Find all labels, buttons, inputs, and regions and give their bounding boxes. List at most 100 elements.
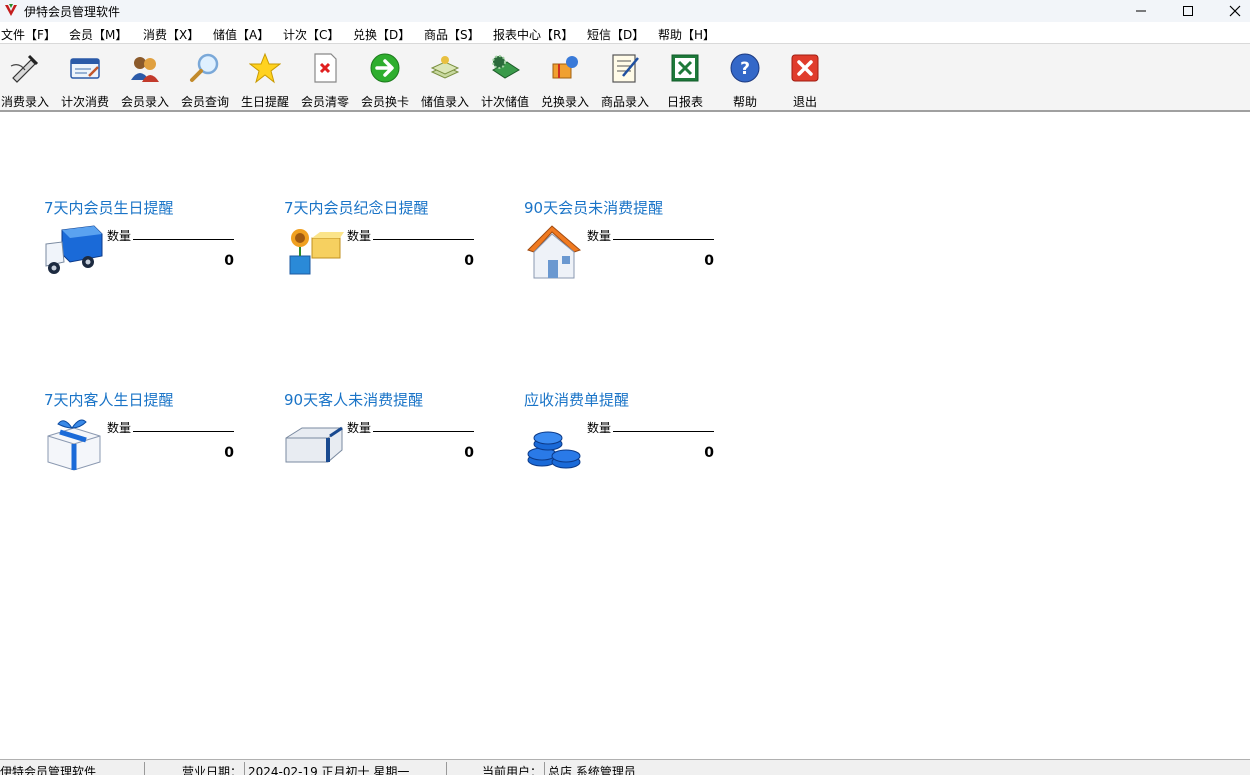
member-entry-button[interactable]: 会员录入 — [115, 48, 175, 109]
toolbar-label: 退出 — [792, 95, 817, 109]
users-icon — [131, 57, 159, 82]
menu-exchange[interactable]: 兑换【D】 — [353, 28, 411, 42]
status-app-name: 伊特会员管理软件 — [0, 765, 97, 775]
toolbar-label: 兑换录入 — [540, 95, 589, 109]
money-gear-icon — [492, 55, 520, 79]
toolbar-label: 会员查询 — [180, 95, 229, 109]
status-separator — [144, 762, 145, 775]
title-bar: 伊特会员管理软件 — [0, 0, 1250, 22]
box-stack-icon — [285, 426, 343, 463]
reminder-receivable-consume[interactable]: 应收消费单提醒 数量 0 — [524, 389, 724, 479]
menu-report-center[interactable]: 报表中心【R】 — [493, 28, 574, 42]
count-consume-button[interactable]: 计次消费 — [55, 48, 115, 109]
menu-file[interactable]: 文件【F】 — [1, 28, 56, 42]
count-value: 0 — [224, 445, 234, 461]
toolbar-label: 储值录入 — [420, 95, 469, 109]
close-icon — [1229, 5, 1241, 17]
product-entry-button[interactable]: 商品录入 — [595, 48, 655, 109]
count-label: 数量 — [107, 421, 132, 435]
star-icon — [249, 52, 281, 84]
status-current-user-label: 当前用户： — [482, 765, 543, 775]
reminder-guest-birthday[interactable]: 7天内客人生日提醒 数量 0 — [44, 389, 244, 479]
reminder-title[interactable]: 90天会员未消费提醒 — [524, 199, 664, 217]
reminder-title[interactable]: 应收消费单提醒 — [524, 391, 630, 409]
toolbar-label: 日报表 — [666, 95, 703, 109]
birthday-reminder-button[interactable]: 生日提醒 — [235, 48, 295, 109]
product-list-icon — [612, 54, 639, 83]
clear-document-icon — [314, 53, 337, 83]
menu-member[interactable]: 会员【M】 — [69, 28, 128, 42]
menu-consume[interactable]: 消费【X】 — [143, 28, 200, 42]
status-separator — [446, 762, 447, 775]
member-clear-button[interactable]: 会员清零 — [295, 48, 355, 109]
exit-button[interactable]: 退出 — [775, 48, 835, 109]
toolbar: 消费录入 计次消费 会员录入 会员查询 生日提醒 — [0, 44, 1250, 112]
count-stored-value-button[interactable]: 计次储值 — [475, 48, 535, 109]
maximize-button[interactable] — [1165, 0, 1211, 22]
count-label: 数量 — [107, 229, 132, 243]
maximize-icon — [1183, 6, 1193, 16]
reminder-member-birthday[interactable]: 7天内会员生日提醒 数量 0 — [44, 197, 244, 287]
help-icon: ? — [730, 53, 760, 83]
toolbar-label: 帮助 — [732, 95, 757, 109]
minimize-icon — [1136, 10, 1146, 12]
reminder-title[interactable]: 7天内客人生日提醒 — [44, 391, 174, 409]
underline — [373, 239, 474, 240]
svg-text:?: ? — [740, 59, 750, 79]
reminder-member-anniversary[interactable]: 7天内会员纪念日提醒 数量 0 — [284, 197, 484, 287]
excel-icon — [671, 54, 699, 82]
underline — [133, 431, 234, 432]
card-pen-icon — [70, 58, 100, 79]
exit-icon — [791, 54, 819, 82]
underline — [613, 239, 714, 240]
count-label: 数量 — [347, 229, 372, 243]
money-stack-icon — [430, 56, 460, 79]
toolbar-label: 消费录入 — [0, 95, 49, 109]
count-value: 0 — [464, 253, 474, 269]
member-change-card-button[interactable]: 会员换卡 — [355, 48, 415, 109]
daily-report-button[interactable]: 日报表 — [655, 48, 715, 109]
menu-product[interactable]: 商品【S】 — [424, 28, 480, 42]
status-bar: 伊特会员管理软件 营业日期： 2024-02-19 正月初十 星期一 当前用户：… — [0, 759, 1250, 775]
menu-stored-value[interactable]: 储值【A】 — [213, 28, 270, 42]
underline — [133, 239, 234, 240]
reminder-title[interactable]: 7天内会员纪念日提醒 — [284, 199, 429, 217]
status-business-date-label: 营业日期： — [182, 765, 243, 775]
count-value: 0 — [224, 253, 234, 269]
toolbar-label: 计次消费 — [60, 95, 109, 109]
magnifier-icon — [190, 53, 219, 82]
reminder-member-no-consume[interactable]: 90天会员未消费提醒 数量 0 — [524, 197, 724, 287]
minimize-button[interactable] — [1118, 0, 1164, 22]
menu-sms[interactable]: 短信【D】 — [587, 28, 645, 42]
status-current-user: 总店 系统管理员 — [548, 765, 636, 775]
count-label: 数量 — [587, 421, 612, 435]
count-value: 0 — [464, 445, 474, 461]
toolbar-label: 计次储值 — [480, 95, 529, 109]
reminder-title[interactable]: 7天内会员生日提醒 — [44, 199, 174, 217]
status-separator — [544, 762, 545, 775]
member-query-button[interactable]: 会员查询 — [175, 48, 235, 109]
house-icon — [527, 225, 581, 279]
reminder-guest-no-consume[interactable]: 90天客人未消费提醒 数量 0 — [284, 389, 484, 479]
toolbar-label: 会员录入 — [120, 95, 169, 109]
toolbar-label: 商品录入 — [600, 95, 649, 109]
consume-entry-button[interactable]: 消费录入 — [0, 48, 55, 109]
help-button[interactable]: ? 帮助 — [715, 48, 775, 109]
toolbar-label: 会员换卡 — [360, 95, 409, 109]
reminder-title[interactable]: 90天客人未消费提醒 — [284, 391, 424, 409]
flower-box-icon — [289, 229, 344, 275]
close-button[interactable] — [1212, 0, 1250, 22]
exchange-gift-icon — [552, 56, 578, 79]
exchange-entry-button[interactable]: 兑换录入 — [535, 48, 595, 109]
gift-icon — [47, 419, 101, 471]
status-business-date: 2024-02-19 正月初十 星期一 — [248, 765, 410, 775]
menu-help[interactable]: 帮助【H】 — [658, 28, 716, 42]
toolbar-label: 生日提醒 — [240, 95, 289, 109]
window-title: 伊特会员管理软件 — [24, 5, 121, 19]
menu-count[interactable]: 计次【C】 — [283, 28, 340, 42]
toolbar-label: 会员清零 — [300, 95, 349, 109]
count-value: 0 — [704, 445, 714, 461]
stored-value-entry-button[interactable]: 储值录入 — [415, 48, 475, 109]
pen-receipt-icon — [10, 54, 39, 83]
menu-bar: 文件【F】 会员【M】 消费【X】 储值【A】 计次【C】 兑换【D】 商品【S… — [0, 22, 1250, 44]
